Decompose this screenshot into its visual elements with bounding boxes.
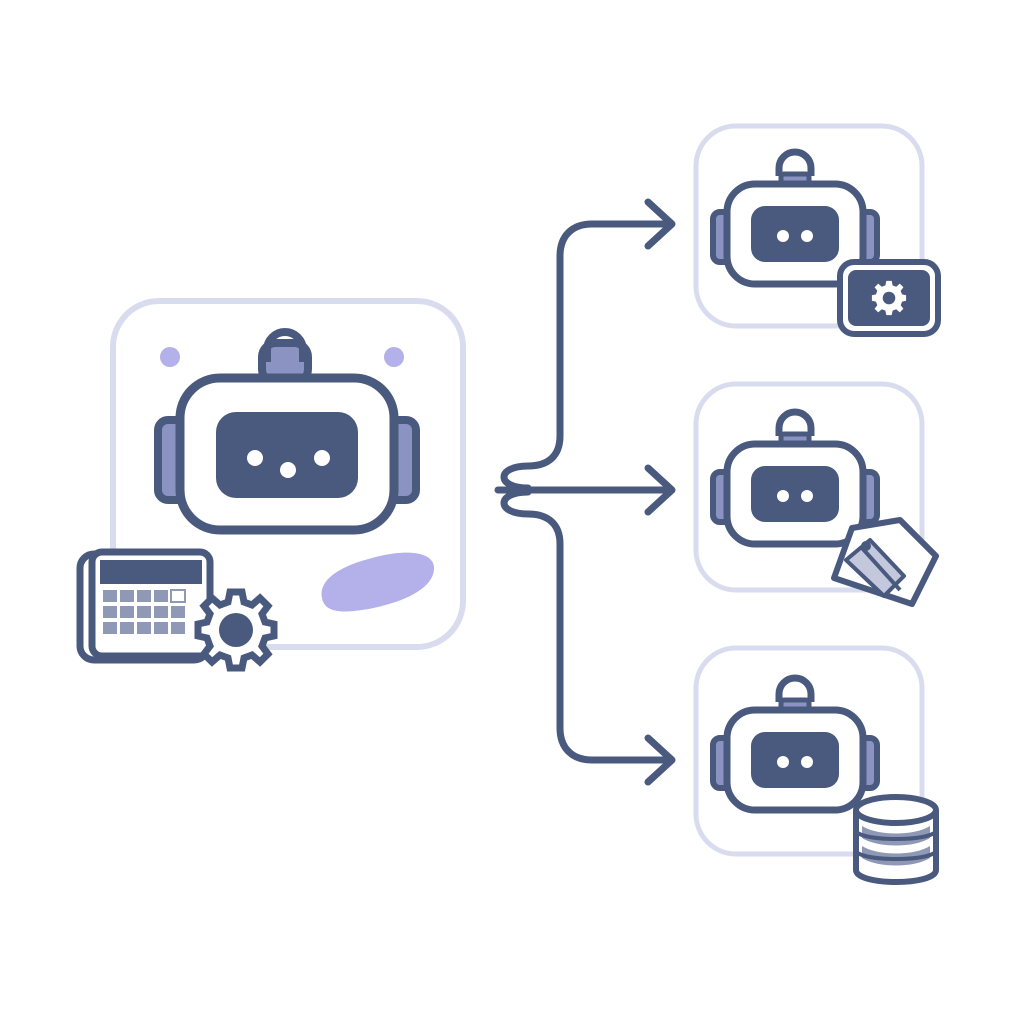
worker-panel-3 <box>693 645 939 885</box>
accent-dot-right <box>384 347 404 367</box>
orchestrator-panel <box>76 298 466 668</box>
gear-icon <box>198 592 274 668</box>
database-icon <box>853 794 939 885</box>
arrowhead-middle <box>644 464 676 516</box>
arrowhead-top <box>644 198 676 250</box>
gear-icon <box>837 259 941 337</box>
connector-bottom <box>500 488 672 764</box>
worker-panel-1 <box>693 123 941 337</box>
accent-blob <box>321 552 435 612</box>
connector-top <box>500 220 672 492</box>
pen-nib-icon <box>831 517 939 607</box>
dispatch-connectors <box>494 198 676 786</box>
calendar-grid-icon <box>76 548 214 664</box>
worker-panel-2 <box>693 381 939 607</box>
arrowhead-bottom <box>644 734 676 786</box>
accent-dot-left <box>160 347 180 367</box>
